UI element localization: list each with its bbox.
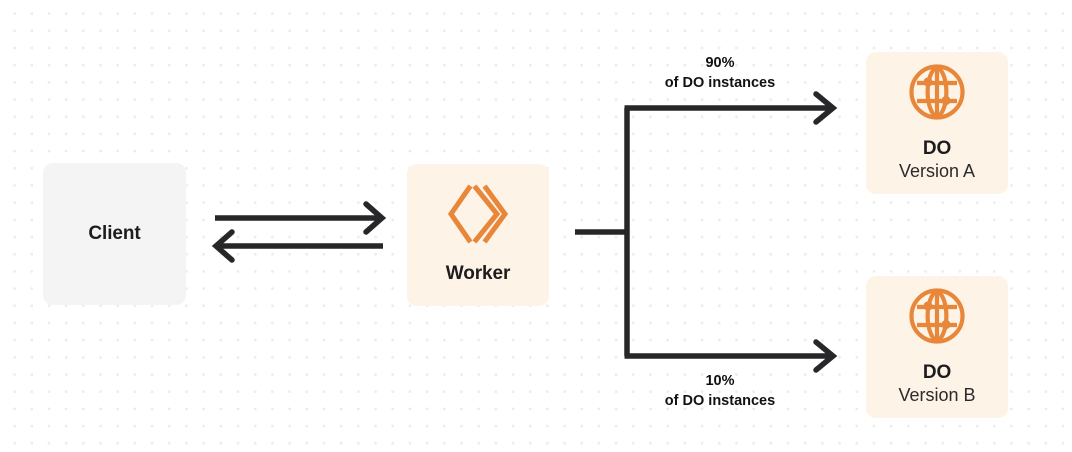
edge-label-do-b: 10% of DO instances: [600, 371, 840, 411]
node-do-version-b[interactable]: DO Version B: [866, 276, 1008, 418]
node-client[interactable]: Client: [43, 163, 186, 305]
edge-label-do-b-percent: 10%: [705, 373, 735, 389]
edge-label-do-a-caption: of DO instances: [664, 75, 776, 91]
node-worker-label: Worker: [445, 263, 511, 285]
arrow-worker-to-do-b: [813, 339, 838, 373]
arrow-worker-to-client: [211, 229, 383, 263]
edge-label-do-a: 90% of DO instances: [600, 53, 840, 93]
node-worker[interactable]: Worker: [407, 164, 549, 306]
node-do-b-sublabel: Version B: [898, 385, 976, 406]
edge-label-do-a-percent: 90%: [705, 55, 735, 71]
node-do-version-a[interactable]: DO Version A: [866, 52, 1008, 194]
node-client-label: Client: [88, 222, 141, 244]
node-do-a-sublabel: Version A: [898, 161, 976, 182]
node-do-a-label: DO: [922, 137, 952, 159]
globe-icon: [908, 287, 966, 350]
edge-label-do-b-caption: of DO instances: [664, 393, 776, 409]
globe-icon: [908, 63, 966, 126]
arrow-worker-to-do-a: [813, 91, 838, 125]
branch-connector: [575, 105, 830, 359]
node-do-b-label: DO: [922, 361, 952, 383]
arrow-client-to-worker: [215, 201, 387, 235]
cloudflare-workers-logo-icon: [447, 184, 509, 249]
